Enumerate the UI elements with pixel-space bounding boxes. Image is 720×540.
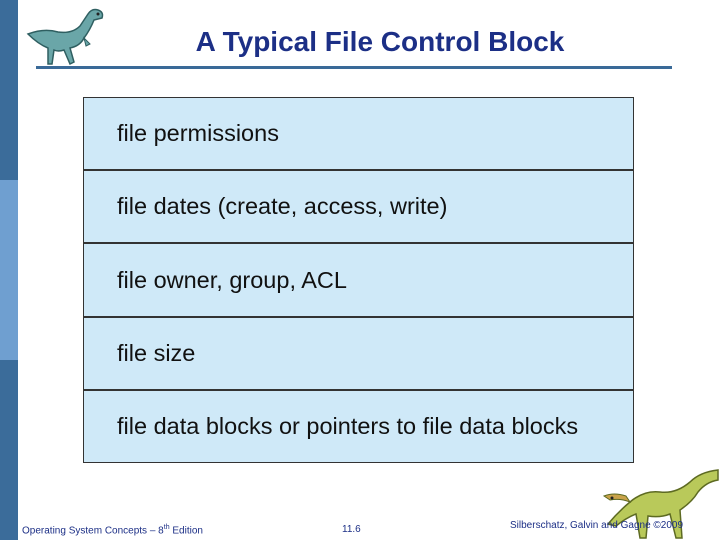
- footer-page-number: 11.6: [342, 524, 361, 535]
- slide-title: A Typical File Control Block: [195, 26, 565, 57]
- fcb-row-permissions: file permissions: [84, 98, 633, 172]
- sidebar-accent-top: [0, 0, 18, 180]
- file-control-block: file permissions file dates (create, acc…: [83, 97, 634, 463]
- fcb-row-owner: file owner, group, ACL: [84, 244, 633, 318]
- title-underline: [36, 66, 672, 69]
- fcb-row-dates: file dates (create, access, write): [84, 171, 633, 245]
- sidebar-accent-middle: [0, 180, 18, 360]
- fcb-row-data-blocks: file data blocks or pointers to file dat…: [117, 412, 579, 439]
- footer-copyright: Silberschatz, Galvin and Gagne ©2009: [510, 520, 684, 531]
- dinosaur-bottom-icon: [602, 469, 719, 539]
- fcb-row-size: file size: [84, 318, 633, 391]
- dinosaur-top-icon: [26, 8, 104, 66]
- footer-book-title: Operating System Concepts – 8th Edition: [22, 524, 203, 537]
- sidebar-accent-bottom: [0, 360, 18, 540]
